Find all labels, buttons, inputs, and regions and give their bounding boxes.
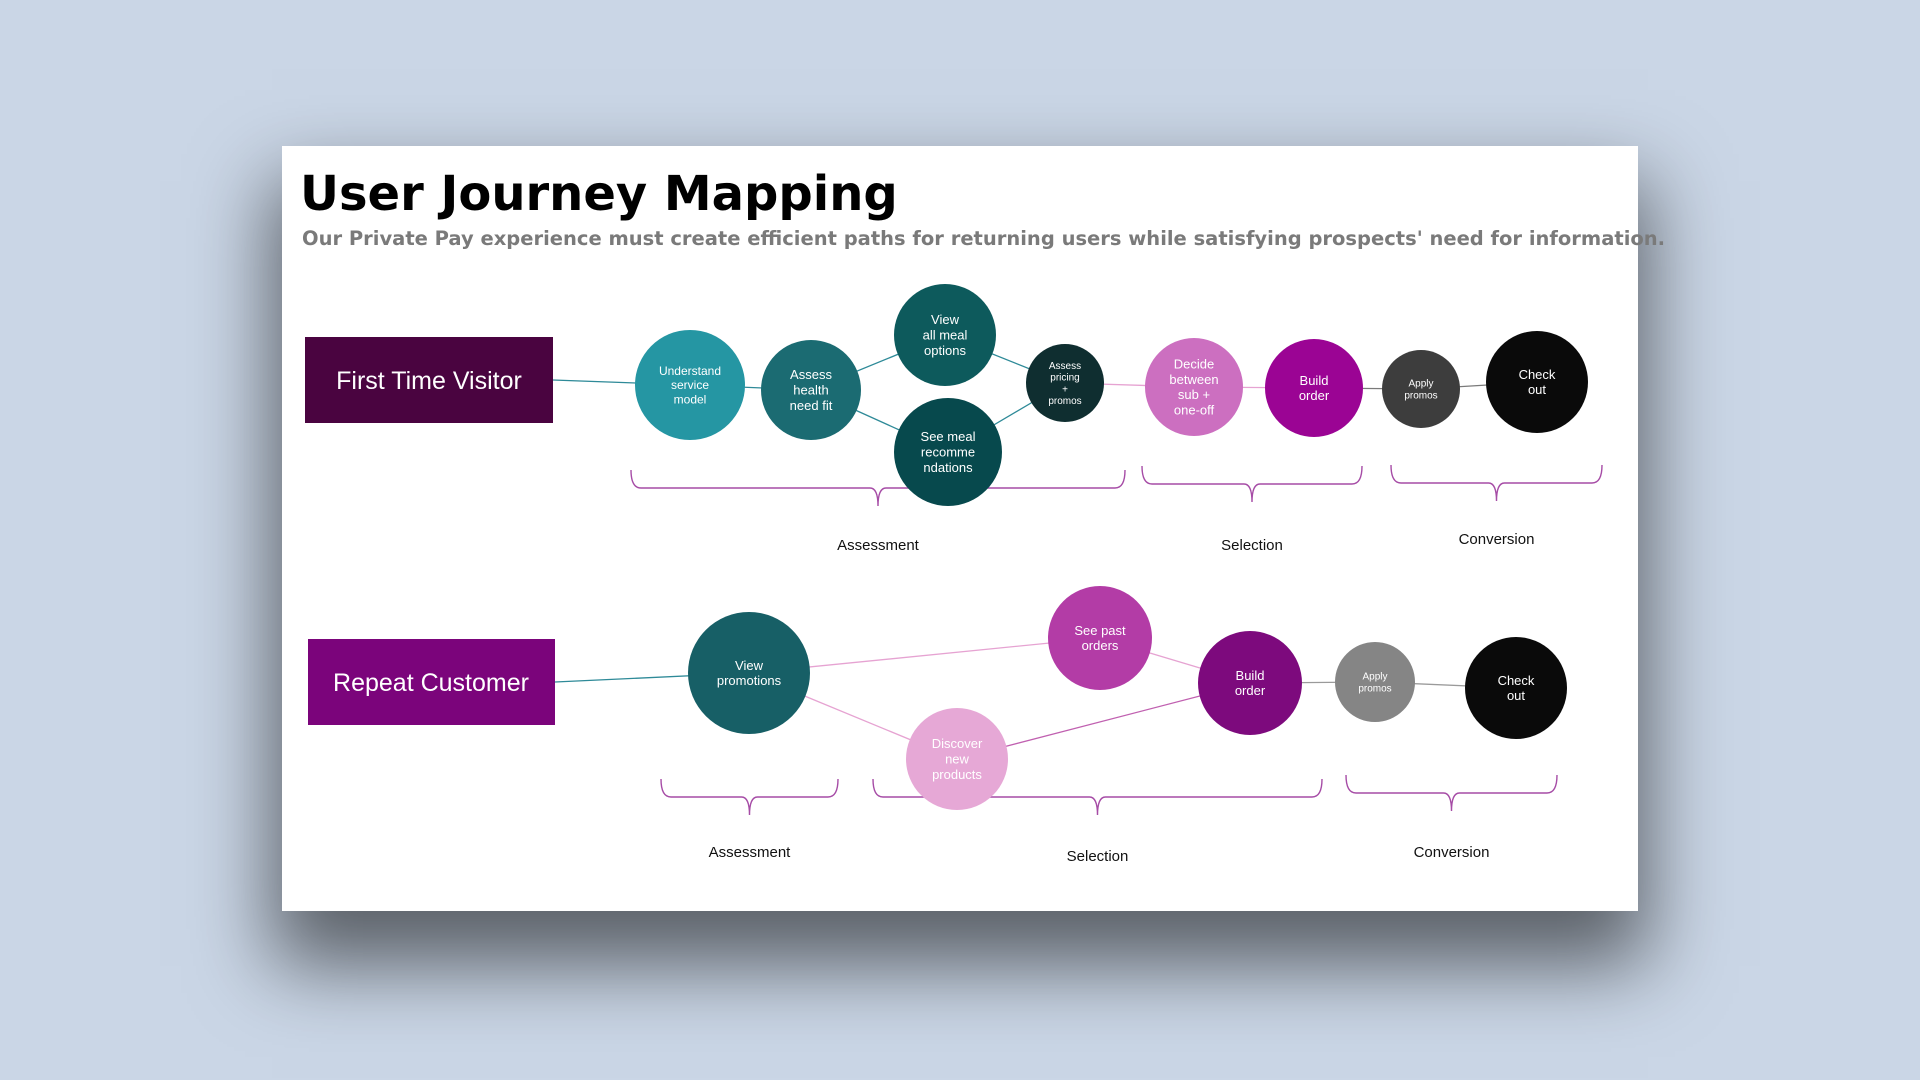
repeat-bracket-0	[660, 778, 839, 816]
first-node-circle-n4	[894, 398, 1002, 506]
slide-subtitle: Our Private Pay experience must create e…	[302, 227, 1665, 250]
first-node-text-n5-2: +	[1062, 384, 1068, 395]
first-node-text-n6-0: Decide	[1174, 357, 1214, 372]
first-node-text-n7-1: order	[1299, 388, 1330, 403]
repeat-node-text-r5-0: Apply	[1362, 672, 1387, 683]
repeat-phase-label-0: Assessment	[709, 844, 792, 861]
repeat-node-text-r6-0: Check	[1498, 673, 1535, 688]
first-lane-label: First Time Visitor	[336, 367, 522, 395]
repeat-node-text-r4-1: order	[1235, 683, 1266, 698]
repeat-node-text-r3-2: products	[932, 767, 982, 782]
first-node-text-n6-3: one-off	[1174, 403, 1215, 418]
first-node-text-n8-1: promos	[1404, 390, 1437, 401]
repeat-node-text-r1-1: promotions	[717, 673, 782, 688]
first-node-text-n7-0: Build	[1300, 373, 1329, 388]
first-node-text-n1-0: Understand	[659, 364, 721, 378]
first-node-text-n6-1: between	[1169, 372, 1218, 387]
first-node-text-n2-1: health	[793, 383, 828, 398]
first-node-text-n5-3: promos	[1048, 396, 1081, 407]
repeat-phase-label-2: Conversion	[1414, 844, 1490, 861]
first-node-text-n3-1: all meal	[923, 328, 968, 343]
first-node-circle-n2	[761, 340, 861, 440]
first-node-text-n3-2: options	[924, 343, 966, 358]
repeat-node-text-r2-1: orders	[1082, 638, 1119, 653]
repeat-node-circle-r2	[1048, 586, 1152, 690]
first-phase-label-0: Assessment	[837, 537, 920, 554]
repeat-node-text-r3-0: Discover	[932, 736, 983, 751]
repeat-bracket-2	[1345, 774, 1558, 812]
repeat-phase-label-1: Selection	[1067, 848, 1129, 865]
repeat-node-text-r4-0: Build	[1236, 668, 1265, 683]
first-node-circle-n8	[1382, 350, 1460, 428]
first-node-text-n4-0: See meal	[921, 429, 976, 444]
first-phase-label-2: Conversion	[1459, 531, 1535, 548]
first-node-circle-n9	[1486, 331, 1588, 433]
first-node-text-n5-1: pricing	[1050, 373, 1079, 384]
repeat-node-text-r3-1: new	[945, 752, 969, 767]
first-node-text-n1-1: service	[671, 378, 709, 392]
first-node-text-n4-2: ndations	[923, 460, 973, 475]
first-node-text-n1-2: model	[674, 392, 707, 406]
repeat-node-text-r2-0: See past	[1074, 623, 1126, 638]
repeat-node-circle-r6	[1465, 637, 1567, 739]
repeat-node-text-r6-1: out	[1507, 688, 1525, 703]
first-lane-box	[305, 337, 553, 423]
first-node-circle-n6	[1145, 338, 1243, 436]
first-node-text-n5-0: Assess	[1049, 361, 1081, 372]
repeat-lane-label: Repeat Customer	[333, 669, 529, 697]
first-node-circle-n7	[1265, 339, 1363, 437]
first-node-circle-n5	[1026, 344, 1104, 422]
first-phase-label-1: Selection	[1221, 537, 1283, 554]
repeat-node-text-r1-0: View	[735, 658, 764, 673]
repeat-lane-box	[308, 639, 555, 725]
first-node-text-n3-0: View	[931, 312, 960, 327]
repeat-node-circle-r1	[688, 612, 810, 734]
first-node-text-n4-1: recomme	[921, 445, 975, 460]
first-bracket-2	[1390, 464, 1603, 502]
first-node-text-n2-2: need fit	[790, 398, 833, 413]
repeat-node-circle-r3	[906, 708, 1008, 810]
first-bracket-0	[630, 469, 1126, 507]
first-node-text-n8-0: Apply	[1408, 379, 1433, 390]
first-node-text-n6-2: sub +	[1178, 387, 1210, 402]
repeat-node-text-r5-1: promos	[1358, 683, 1391, 694]
first-node-circle-n3	[894, 284, 996, 386]
first-node-circle-n1	[635, 330, 745, 440]
first-node-text-n2-0: Assess	[790, 367, 832, 382]
first-bracket-1	[1141, 465, 1363, 503]
first-node-text-n9-1: out	[1528, 382, 1546, 397]
slide-title: User Journey Mapping	[300, 166, 898, 222]
repeat-node-circle-r5	[1335, 642, 1415, 722]
repeat-node-circle-r4	[1198, 631, 1302, 735]
first-node-text-n9-0: Check	[1519, 367, 1556, 382]
